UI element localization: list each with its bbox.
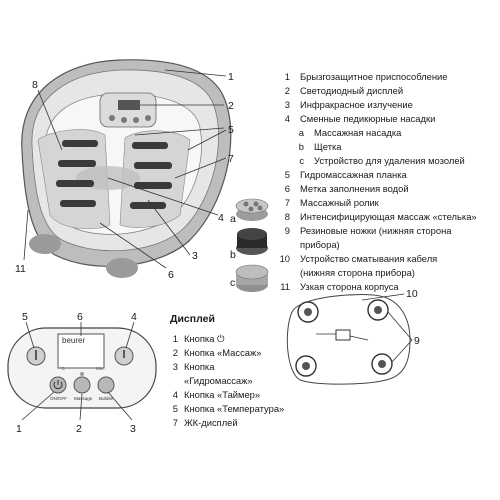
- legend-text: Светодиодный дисплей: [300, 85, 404, 96]
- front-foot-left: [29, 234, 61, 254]
- legend-text: Брызгозащитное приспособление: [300, 71, 448, 82]
- display-legend-text: «Гидромассаж»: [184, 375, 253, 386]
- display-legend-text: Кнопка: [184, 361, 215, 372]
- bubble-button: [97, 376, 115, 394]
- legend-text: Устройство сматывания кабеля: [300, 253, 438, 264]
- letter-b: b: [230, 249, 236, 261]
- legend-text: Массажная насадка: [314, 127, 402, 138]
- panel-button: [133, 117, 139, 123]
- legend-text: Инфракрасное излучение: [300, 99, 413, 110]
- display-legend-num: 3: [172, 361, 178, 372]
- legend-num: a: [298, 127, 304, 138]
- front-foot-right: [106, 258, 138, 278]
- massage-label: Massage: [74, 396, 93, 401]
- panel-button: [121, 117, 127, 123]
- legend-text: Щетка: [314, 141, 342, 152]
- bubble-label: Bubble: [99, 396, 114, 401]
- panel-button: [109, 115, 115, 121]
- legend-num: 4: [284, 113, 290, 124]
- display-callout-6: 6: [77, 311, 83, 323]
- legend-num: 6: [284, 183, 290, 194]
- callout-8: 8: [32, 79, 38, 91]
- letter-c: c: [230, 277, 235, 289]
- callout-7: 7: [228, 153, 234, 165]
- legend-text: Интенсифицирующая массаж «стелька»: [300, 211, 477, 222]
- display-legend-text: Кнопка «Температура»: [184, 403, 285, 414]
- panel-button: [145, 115, 151, 121]
- legend-num: 9: [284, 225, 290, 236]
- display-heading: Дисплей: [170, 313, 215, 325]
- display-legend-text: Кнопка «Массаж»: [184, 347, 262, 358]
- display-callout-4: 4: [131, 311, 137, 323]
- display-callout-5: 5: [22, 311, 28, 323]
- legend-num: 11: [280, 281, 290, 292]
- legend-num: 10: [279, 253, 290, 264]
- callout-3: 3: [192, 250, 198, 262]
- display-legend-text: ЖК-дисплей: [184, 417, 238, 428]
- display-legend-num: 7: [172, 417, 178, 428]
- callout-10: 10: [406, 288, 418, 300]
- display-legend-num: 1: [172, 333, 178, 344]
- legend-num: b: [298, 141, 304, 152]
- legend-text: (нижняя сторона прибора): [300, 267, 415, 278]
- legend-num: c: [299, 155, 304, 166]
- led-display: [118, 100, 140, 110]
- callout-6: 6: [168, 269, 174, 281]
- tick-max: Min.: [96, 366, 105, 371]
- callout-9: 9: [414, 335, 420, 347]
- legend-text: прибора): [300, 239, 340, 250]
- letter-a: a: [230, 213, 236, 225]
- legend-num: 2: [284, 85, 290, 96]
- display-callout-3: 3: [130, 423, 136, 435]
- legend-text: Резиновые ножки (нижняя сторона: [300, 225, 452, 236]
- legend-num: 8: [284, 211, 290, 222]
- cable-winder: [335, 329, 351, 341]
- display-legend-num: 4: [172, 389, 178, 400]
- legend-text: Устройство для удаления мозолей: [314, 155, 465, 166]
- legend-text: Гидромассажная планка: [300, 169, 407, 180]
- massage-button: [73, 376, 91, 394]
- attachment-massage: [235, 198, 269, 221]
- onoff-label: ON/OFF: [50, 396, 67, 401]
- display-legend-num: 5: [172, 403, 178, 414]
- legend-text: Сменные педикюрные насадки: [300, 113, 436, 124]
- massage-rollers: [56, 140, 172, 209]
- legend-num: 5: [284, 169, 290, 180]
- legend-num: 1: [284, 71, 290, 82]
- legend-text: Массажный ролик: [300, 197, 379, 208]
- brand-label: beurer: [62, 336, 85, 345]
- legend-text: Узкая сторона корпуса: [300, 281, 399, 292]
- attachment-callus-remover: [235, 264, 269, 292]
- legend-text: Метка заполнения водой: [300, 183, 409, 194]
- callout-11: 11: [15, 263, 26, 275]
- display-legend-num: 2: [172, 347, 178, 358]
- callout-4: 4: [218, 212, 224, 224]
- display-legend-text: Кнопка «Таймер»: [184, 389, 261, 400]
- legend-num: 7: [284, 197, 290, 208]
- tick-min: °C: [60, 366, 66, 371]
- attachment-brush: [236, 228, 268, 255]
- display-legend-text: Кнопка ⏻: [184, 333, 225, 344]
- callout-5: 5: [228, 124, 234, 136]
- display-callout-1: 1: [16, 423, 22, 435]
- callout-1: 1: [228, 71, 234, 83]
- callout-2: 2: [228, 100, 234, 112]
- display-callout-2: 2: [76, 423, 82, 435]
- legend-num: 3: [284, 99, 290, 110]
